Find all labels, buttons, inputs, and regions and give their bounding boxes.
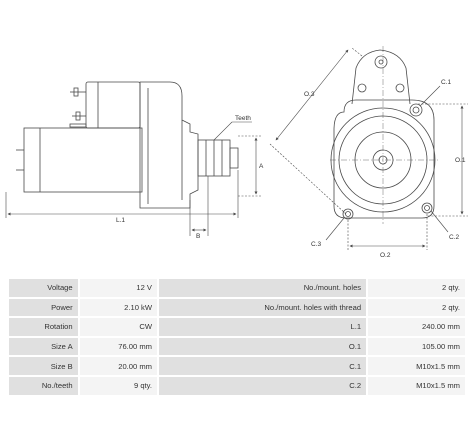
pinion-gear (197, 139, 239, 177)
spec-value: 76.00 mm (79, 337, 157, 356)
spec-value: 9 qty. (79, 376, 157, 395)
spec-label: C.2 (159, 376, 367, 395)
spec-label: No./teeth (9, 376, 78, 395)
spec-label: L.1 (159, 318, 367, 336)
o1-label: O.1 (455, 157, 466, 164)
spec-label: O.1 (159, 337, 367, 356)
length-l1-label: L.1 (116, 217, 125, 224)
spec-value: 2 qty. (368, 298, 465, 317)
size-b-label: B (196, 233, 200, 240)
spec-label: Voltage (9, 279, 78, 297)
mount-hole-c1 (409, 103, 423, 117)
spec-label: Rotation (9, 318, 78, 336)
spec-value: 105.00 mm (368, 337, 465, 356)
drive-end-housing (139, 81, 199, 209)
size-a-label: A (259, 163, 264, 170)
spec-value: 20.00 mm (79, 357, 157, 375)
mount-hole-c3 (342, 208, 354, 220)
spec-label: Power (9, 298, 78, 317)
spec-label: No./mount. holes with thread (159, 298, 367, 317)
spec-label: No./mount. holes (159, 279, 367, 297)
spec-value: CW (79, 318, 157, 336)
c3-label: C.3 (311, 241, 322, 248)
front-view-mounting-flange (330, 46, 440, 224)
spec-value: M10x1.5 mm (368, 376, 465, 395)
spec-value: 2 qty. (368, 279, 465, 297)
terminal-studs (69, 87, 87, 128)
spec-label: C.1 (159, 357, 367, 375)
spec-value: 240.00 mm (368, 318, 465, 336)
spec-value: 12 V (79, 279, 157, 297)
mount-hole-c2 (421, 202, 433, 214)
front-view-dimensions (269, 47, 468, 250)
spec-label: Size A (9, 337, 78, 356)
side-view-starter-motor (16, 81, 239, 209)
side-view-dimensions (5, 121, 262, 236)
motor-housing (23, 127, 143, 193)
c2-label: C.2 (449, 234, 460, 241)
spec-value: M10x1.5 mm (368, 357, 465, 375)
spec-value: 2.10 kW (79, 298, 157, 317)
o2-label: O.2 (380, 252, 391, 259)
c1-label: C.1 (441, 79, 452, 86)
teeth-label: Teeth (235, 115, 251, 122)
solenoid (85, 81, 141, 129)
spec-label: Size B (9, 357, 78, 375)
technical-drawing: Teeth A L.1 B (5, 46, 468, 259)
o3-label: O.3 (304, 91, 315, 98)
